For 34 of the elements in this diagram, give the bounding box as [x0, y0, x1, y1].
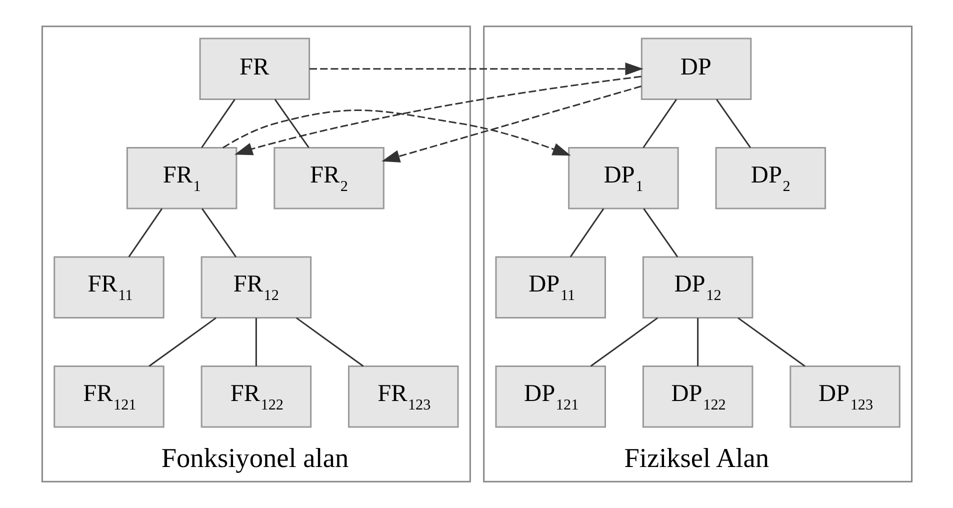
node-box: DP$_{123}$: [789, 366, 900, 428]
arrow: [381, 86, 642, 162]
connector: [201, 208, 236, 258]
connector: [737, 317, 805, 367]
node-box: DP$_{121}$: [494, 366, 606, 428]
node-box: FR$_{1}$: [126, 147, 237, 210]
connector: [590, 317, 658, 367]
arrow: [222, 110, 570, 156]
node-box: DP$_{122}$: [642, 366, 753, 428]
node-box: DP$_{1}$: [568, 147, 678, 210]
connector: [274, 98, 309, 148]
node-box: FR: [198, 38, 310, 100]
connector: [254, 318, 256, 366]
node-box: DP$_{11}$: [494, 256, 606, 318]
node-box: FR$_{123}$: [348, 366, 458, 428]
connector: [569, 208, 604, 258]
connector: [200, 98, 235, 148]
connector: [128, 208, 162, 258]
node-box: FR$_{12}$: [200, 256, 312, 318]
connector: [642, 208, 678, 258]
connector: [295, 317, 364, 367]
node-box: DP$_{2}$: [714, 147, 826, 210]
node-box: DP$_{12}$: [642, 256, 753, 318]
node-box: FR$_{121}$: [53, 366, 164, 428]
connector: [715, 98, 750, 148]
node-box: FR$_{122}$: [200, 366, 312, 428]
connector: [642, 98, 676, 148]
connector: [696, 318, 698, 366]
node-box: FR$_{11}$: [53, 256, 164, 318]
node-box: DP: [640, 38, 752, 100]
arrow: [308, 62, 643, 76]
node-box: FR$_{2}$: [273, 147, 384, 210]
connector: [148, 317, 216, 367]
arrow: [234, 76, 641, 156]
